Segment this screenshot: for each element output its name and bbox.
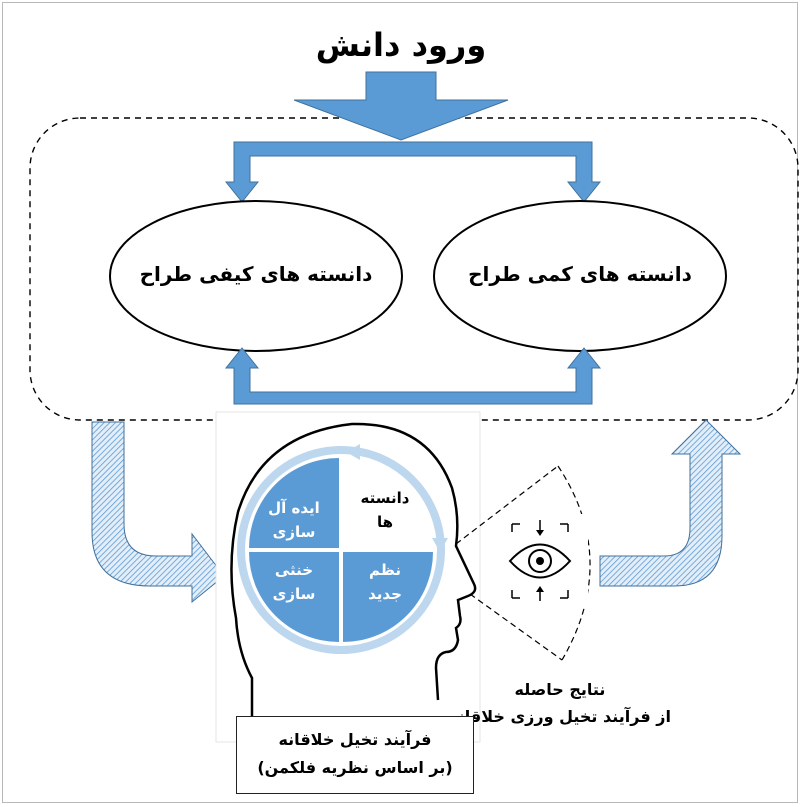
quadrant-ideal xyxy=(249,458,339,548)
quadrant-new-order-label: نظم جدید xyxy=(346,558,424,606)
cycle-arrow-right xyxy=(432,538,448,552)
quadrant-new-order-line1: نظم xyxy=(368,561,401,579)
process-label: فرآیند تخیل خلاقانه (بر اساس نظریه فلکمن… xyxy=(236,726,474,782)
quadrant-new-order xyxy=(343,552,433,642)
diagram-title: ورود دانش xyxy=(315,26,487,64)
eye-icon xyxy=(496,514,588,608)
quadrant-ideal-line1: ایده آل xyxy=(268,499,320,517)
qualitative-knowledge-label: دانسته های کیفی طراح xyxy=(139,262,373,286)
vision-cone-top xyxy=(455,465,559,545)
quadrant-knowledge xyxy=(343,458,433,548)
bottom-connect-arrow xyxy=(224,347,602,405)
knowledge-input-arrow xyxy=(293,71,509,141)
results-label: نتایج حاصله از فرآیند تخیل ورزی خلاقانه xyxy=(440,676,680,730)
quadrant-neutralize xyxy=(249,552,339,642)
quadrant-neutralize-line1: خنثی xyxy=(274,561,314,579)
quantitative-knowledge-label: دانسته های کمی طراح xyxy=(468,262,692,286)
vision-cone-arc xyxy=(557,465,591,661)
cycle-arrow-top xyxy=(346,444,360,460)
head-profile-icon xyxy=(230,422,477,720)
vision-cone-bottom xyxy=(469,593,563,661)
quantitative-knowledge-oval xyxy=(433,200,727,352)
right-output-arrow xyxy=(599,419,742,587)
quadrant-ideal-label: ایده آل سازی xyxy=(258,496,330,544)
quadrant-neutralize-line2: سازی xyxy=(272,585,316,603)
quadrant-new-order-line2: جدید xyxy=(368,585,402,603)
quadrant-knowledge-label: دانسته ها xyxy=(346,486,424,534)
qualitative-knowledge-oval xyxy=(109,200,403,352)
process-line1: فرآیند تخیل خلاقانه xyxy=(278,730,432,749)
process-line2: (بر اساس نظریه فلکمن) xyxy=(257,758,453,777)
quadrant-neutralize-label: خنثی سازی xyxy=(258,558,330,606)
left-input-arrow xyxy=(91,421,225,604)
quadrant-knowledge-line2: ها xyxy=(376,513,394,531)
process-caption-box xyxy=(236,716,474,794)
quadrant-knowledge-line1: دانسته xyxy=(360,489,410,507)
results-line1: نتایج حاصله xyxy=(514,680,606,699)
top-split-arrow xyxy=(224,141,602,203)
results-line2: از فرآیند تخیل ورزی خلاقانه xyxy=(449,707,671,726)
quadrant-ideal-line2: سازی xyxy=(272,523,316,541)
